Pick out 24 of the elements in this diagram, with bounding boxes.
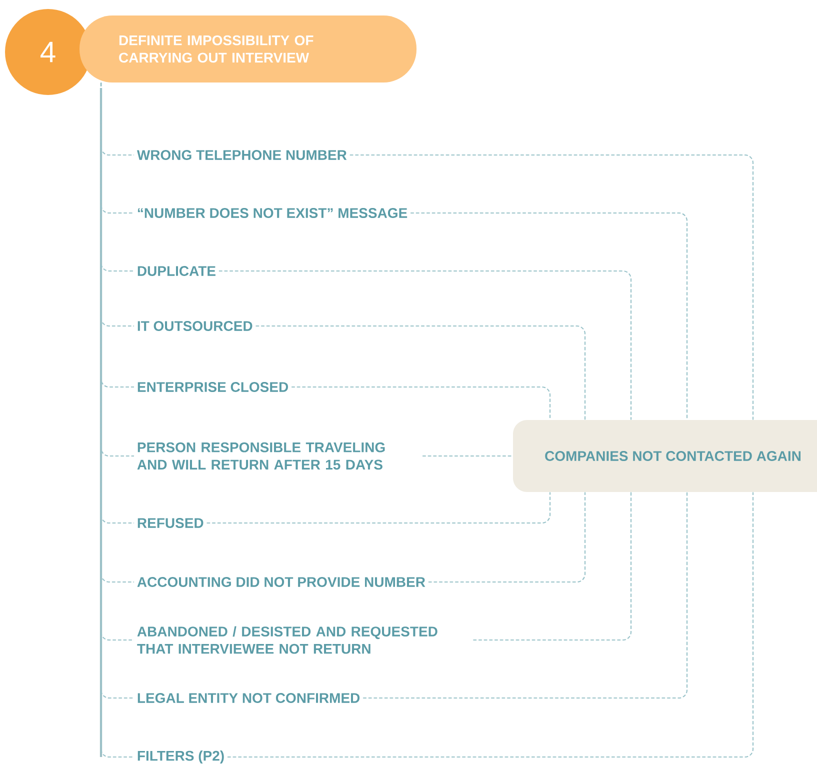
connector-line	[350, 154, 754, 420]
connector-line	[422, 455, 513, 457]
connector-line	[410, 212, 688, 420]
connector-line	[206, 492, 551, 524]
connector-line	[256, 325, 586, 420]
item-label: ABANDONED / DESISTED AND REQUESTED THAT INTERVIEWEE NOT RETURN	[137, 626, 438, 654]
item-label: PERSON RESPONSIBLE TRAVELING AND WILL RETURN AFTER 15 DAYS	[137, 442, 385, 470]
connector-line	[228, 492, 754, 758]
connector-line	[292, 386, 551, 420]
item-label: DUPLICATE	[138, 266, 216, 276]
item-label: IT OUTSOURCED	[138, 321, 252, 331]
item-label: REFUSED	[138, 518, 204, 528]
connector-line	[428, 492, 586, 583]
item-label: WRONG TELEPHONE NUMBER	[136, 150, 347, 160]
item-label: FILTERS (P2)	[138, 750, 224, 764]
result-box: COMPANIES NOT CONTACTED AGAIN	[513, 420, 817, 492]
connector-line	[473, 492, 632, 641]
item-label: “NUMBER DOES NOT EXIST” MESSAGE	[138, 208, 408, 218]
connector-line	[363, 492, 688, 699]
item-label: ACCOUNTING DID NOT PROVIDE NUMBER	[137, 577, 426, 587]
item-label: ENTERPRISE CLOSED	[138, 382, 288, 392]
connector-line	[218, 270, 632, 420]
item-label: LEGAL ENTITY NOT CONFIRMED	[138, 693, 360, 703]
title-banner: DEFINITE IMPOSSIBILITY OF CARRYING OUT INTERVIEW	[80, 16, 416, 82]
